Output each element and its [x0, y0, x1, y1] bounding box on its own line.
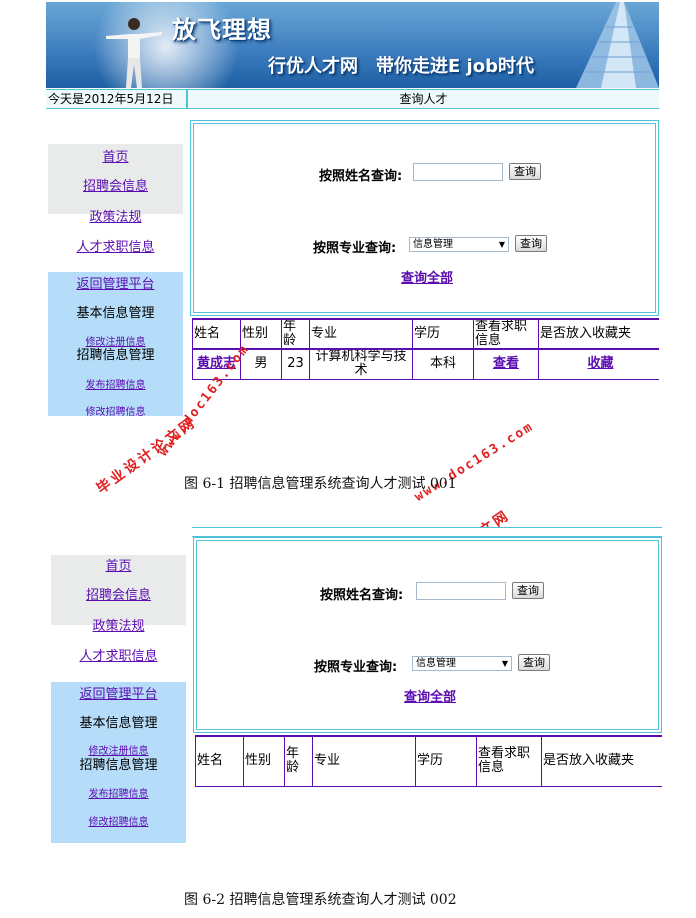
site-banner: 放飞理想 行优人才网 带你走进E job时代	[46, 2, 659, 88]
table-header-row: 姓名 性别 年龄 专业 学历 查看求职信息 是否放入收藏夹	[195, 735, 662, 787]
name-input[interactable]	[416, 582, 506, 600]
sidebar: 首页 招聘会信息 政策法规 人才求职信息 返回管理平台 基本信息管理 修改注册信…	[48, 112, 183, 416]
sidebar-section-basic: 基本信息管理	[76, 306, 155, 321]
talent-name-link[interactable]: 黄成志	[196, 356, 236, 372]
banner-title: 放飞理想	[172, 16, 272, 44]
sidebar-link-modify-reg[interactable]: 修改注册信息	[85, 337, 146, 348]
col-header-name: 姓名	[195, 735, 244, 787]
sidebar-gray-block	[51, 555, 186, 625]
sidebar-link-modify-job[interactable]: 修改招聘信息	[85, 407, 146, 416]
name-query-button[interactable]: 查询	[509, 163, 541, 180]
major-query-button[interactable]: 查询	[518, 654, 550, 671]
sidebar-link-talent[interactable]: 人才求职信息	[76, 240, 155, 255]
sidebar-link-admin[interactable]: 返回管理平台	[79, 687, 158, 702]
view-resume-link[interactable]: 查看	[492, 356, 519, 372]
major-select[interactable]: 信息管理 ▼	[412, 656, 512, 671]
sidebar-link-talent[interactable]: 人才求职信息	[79, 649, 158, 664]
screenshot-1: 放飞理想 行优人才网 带你走进E job时代 今天是2012年5月12日 查询人…	[46, 2, 659, 416]
sidebar-blue-block	[48, 272, 183, 416]
info-bar: 今天是2012年5月12日 查询人才	[46, 89, 659, 109]
major-query-button[interactable]: 查询	[515, 235, 547, 252]
figure-caption-1: 图 6-1 招聘信息管理系统查询人才测试 001	[184, 476, 457, 492]
col-header-favorite: 是否放入收藏夹	[541, 735, 662, 787]
major-select-value: 信息管理	[416, 658, 456, 669]
sidebar-link-jobfair[interactable]: 招聘会信息	[82, 179, 148, 194]
screenshot-2: 首页 招聘会信息 政策法规 人才求职信息 返回管理平台 基本信息管理 修改注册信…	[46, 527, 662, 843]
banner-glow	[86, 2, 246, 88]
major-select-value: 信息管理	[413, 239, 453, 250]
name-query-label: 按照姓名查询:	[319, 169, 403, 184]
col-header-major: 专业	[312, 735, 416, 787]
current-date: 今天是2012年5月12日	[46, 90, 188, 108]
person-figure-icon	[106, 18, 162, 88]
col-header-gender: 性别	[243, 735, 285, 787]
col-header-view: 查看求职信息	[473, 318, 539, 350]
top-frame-line	[192, 527, 662, 537]
cell-favorite: 收藏	[538, 348, 659, 380]
chevron-down-icon: ▼	[498, 240, 505, 249]
sidebar-link-admin[interactable]: 返回管理平台	[76, 277, 155, 292]
cell-view: 查看	[473, 348, 539, 380]
major-query-label: 按照专业查询:	[313, 241, 397, 256]
query-panel: 按照姓名查询: 查询 按照专业查询: 信息管理 ▼ 查询 查询全部	[193, 537, 662, 733]
query-panel: 按照姓名查询: 查询 按照专业查询: 信息管理 ▼ 查询 查询全部	[190, 120, 659, 316]
sidebar-link-publish[interactable]: 发布招聘信息	[88, 789, 149, 800]
major-select[interactable]: 信息管理 ▼	[409, 237, 509, 252]
sidebar: 首页 招聘会信息 政策法规 人才求职信息 返回管理平台 基本信息管理 修改注册信…	[51, 527, 186, 843]
col-header-view: 查看求职信息	[476, 735, 542, 787]
cell-education: 本科	[412, 348, 474, 380]
banner-slogan: 行优人才网 带你走进E job时代	[268, 56, 534, 77]
table-row: 黄成志 男 23 计算机科学与技术 本科 查看 收藏	[192, 348, 659, 380]
sidebar-section-recruit: 招聘信息管理	[79, 758, 158, 773]
sidebar-link-modify-reg[interactable]: 修改注册信息	[88, 746, 149, 757]
col-header-education: 学历	[412, 318, 474, 350]
query-panel-inner	[193, 123, 656, 313]
building-tower-icon	[576, 2, 659, 88]
sidebar-link-home[interactable]: 首页	[105, 559, 132, 574]
sidebar-link-policy[interactable]: 政策法规	[89, 210, 142, 225]
sidebar-gray-block	[48, 144, 183, 214]
chevron-down-icon: ▼	[501, 659, 508, 668]
cell-gender: 男	[240, 348, 282, 380]
col-header-education: 学历	[415, 735, 477, 787]
sidebar-section-basic: 基本信息管理	[79, 716, 158, 731]
col-header-age: 年龄	[281, 318, 310, 350]
name-input[interactable]	[413, 163, 503, 181]
sidebar-link-jobfair[interactable]: 招聘会信息	[85, 588, 151, 603]
sidebar-section-recruit: 招聘信息管理	[76, 348, 155, 363]
cell-major: 计算机科学与技术	[309, 348, 413, 380]
sidebar-link-publish[interactable]: 发布招聘信息	[85, 380, 146, 391]
page-title: 查询人才	[399, 92, 448, 106]
col-header-major: 专业	[309, 318, 413, 350]
results-table: 姓名 性别 年龄 专业 学历 查看求职信息 是否放入收藏夹	[195, 735, 662, 787]
query-all-link[interactable]: 查询全部	[401, 271, 454, 286]
results-table: 姓名 性别 年龄 专业 学历 查看求职信息 是否放入收藏夹 黄成志 男 23 计…	[192, 318, 659, 380]
col-header-age: 年龄	[284, 735, 313, 787]
sidebar-link-modify-job[interactable]: 修改招聘信息	[88, 817, 149, 828]
add-favorite-link[interactable]: 收藏	[587, 356, 614, 372]
name-query-label: 按照姓名查询:	[320, 588, 404, 603]
sidebar-link-home[interactable]: 首页	[102, 150, 129, 165]
col-header-gender: 性别	[240, 318, 282, 350]
cell-name: 黄成志	[192, 348, 241, 380]
col-header-favorite: 是否放入收藏夹	[538, 318, 659, 350]
query-all-link[interactable]: 查询全部	[404, 690, 457, 705]
table-header-row: 姓名 性别 年龄 专业 学历 查看求职信息 是否放入收藏夹	[192, 318, 659, 350]
col-header-name: 姓名	[192, 318, 241, 350]
cell-age: 23	[281, 348, 310, 380]
sidebar-blue-block	[51, 682, 186, 843]
name-query-button[interactable]: 查询	[512, 582, 544, 599]
sidebar-link-policy[interactable]: 政策法规	[92, 619, 145, 634]
figure-caption-2: 图 6-2 招聘信息管理系统查询人才测试 002	[184, 892, 457, 908]
query-panel-inner	[196, 540, 659, 730]
major-query-label: 按照专业查询:	[314, 660, 398, 675]
